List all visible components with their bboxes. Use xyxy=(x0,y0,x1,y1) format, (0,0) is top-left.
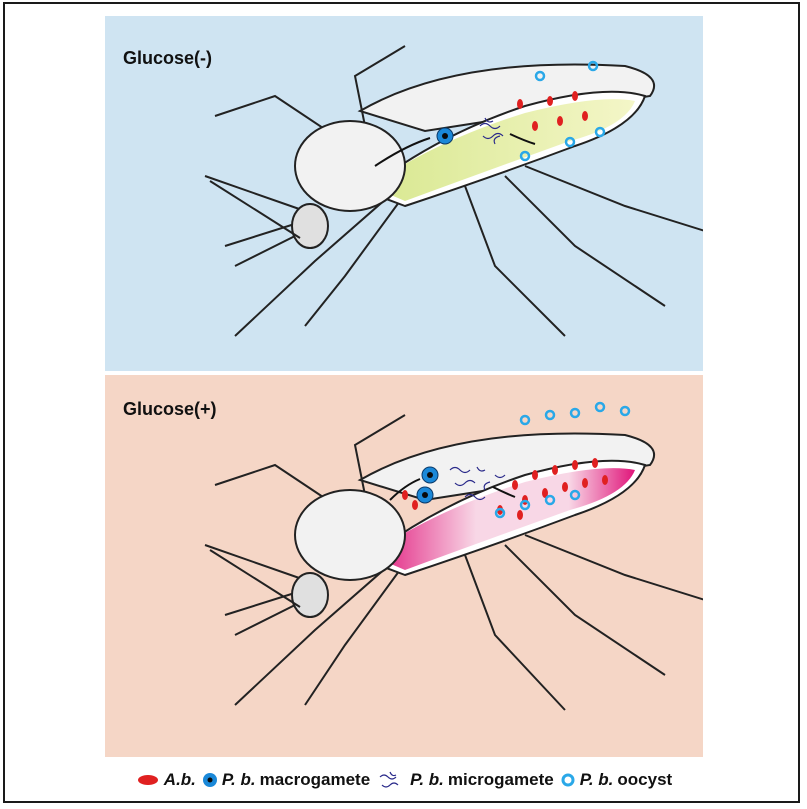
legend-item-microgamete: P. b. microgamete xyxy=(376,769,554,791)
legend-item-bacteria: A.b. xyxy=(136,770,196,790)
legend-item-oocyst: P. b. oocyst xyxy=(560,770,673,790)
microgamete-icon xyxy=(376,769,406,791)
thorax xyxy=(295,121,405,211)
head xyxy=(292,204,328,248)
macrogamete-icon xyxy=(202,772,218,788)
panel-glucose-plus: Glucose(+) xyxy=(105,375,703,757)
legend: A.b. P. b. macrogamete P. b. microgamete… xyxy=(105,762,703,798)
figure-frame: Glucose(-) xyxy=(3,2,800,803)
mosquito-illustration-glucose-minus xyxy=(105,16,703,371)
panel-glucose-minus: Glucose(-) xyxy=(105,16,703,371)
mosquito-illustration-glucose-plus xyxy=(105,375,703,757)
oocyst-icon xyxy=(560,772,576,788)
bacteria-icon xyxy=(136,773,160,787)
legend-item-macrogamete: P. b. macrogamete xyxy=(202,770,370,790)
